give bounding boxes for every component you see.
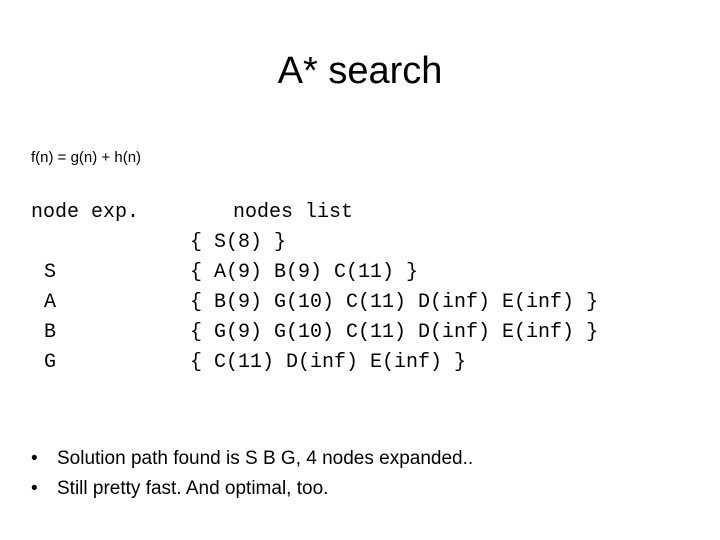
node-expanded-row: B xyxy=(44,321,57,344)
node-expanded-column: S A B G xyxy=(44,228,56,378)
header-nodes-list: nodes list xyxy=(233,201,354,224)
bullet-text: Still pretty fast. And optimal, too. xyxy=(57,478,329,499)
bullet-dot-icon: • xyxy=(31,448,38,469)
bullet-text: Solution path found is S B G, 4 nodes ex… xyxy=(57,448,474,469)
bullet-item: • Solution path found is S B G, 4 nodes e… xyxy=(31,444,473,474)
nodes-list-row: { S(8) } xyxy=(190,231,287,254)
bullet-item: • Still pretty fast. And optimal, too. xyxy=(31,474,473,504)
node-expanded-row xyxy=(44,228,56,258)
nodes-list-row: { B(9) G(10) C(11) D(inf) E(inf) } xyxy=(190,291,599,314)
bullet-dot-icon: • xyxy=(31,478,38,499)
nodes-list-row: { C(11) D(inf) E(inf) } xyxy=(190,351,467,374)
node-expanded-row: G xyxy=(44,351,57,374)
nodes-list-row: { A(9) B(9) C(11) } xyxy=(190,261,419,284)
nodes-list-row: { G(9) G(10) C(11) D(inf) E(inf) } xyxy=(190,321,599,344)
node-expanded-row: S xyxy=(44,261,57,284)
formula-text: f(n) = g(n) + h(n) xyxy=(31,149,142,166)
header-node-exp: node exp. xyxy=(31,201,140,224)
slide-title: A* search xyxy=(277,50,443,92)
node-expanded-row: A xyxy=(44,291,57,314)
nodes-list-column: { S(8) } { A(9) B(9) C(11) } { B(9) G(10… xyxy=(190,228,598,378)
bullet-list: • Solution path found is S B G, 4 nodes e… xyxy=(31,444,473,504)
